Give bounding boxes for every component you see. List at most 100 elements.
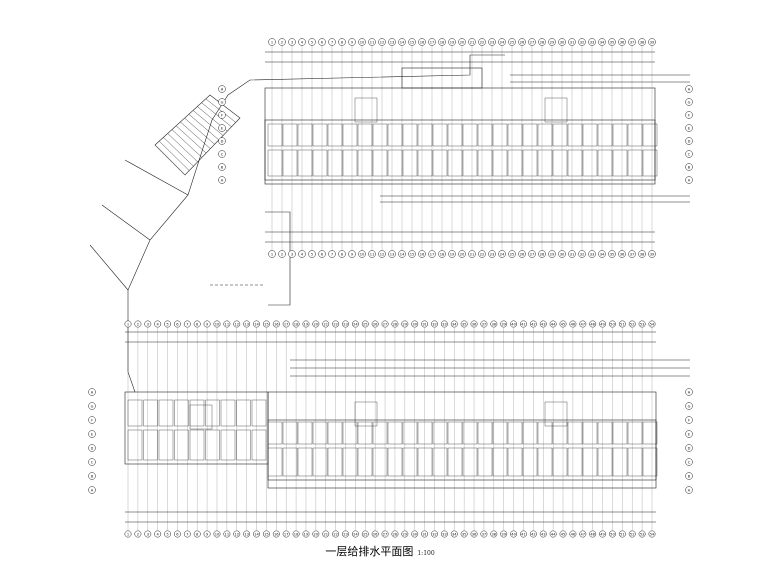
lower-grid-marker-top: 10 <box>213 320 221 328</box>
upper-stair-core <box>544 97 568 123</box>
lower-grid-marker-bottom: 43 <box>539 530 547 538</box>
svg-text:20: 20 <box>314 533 319 537</box>
upper-grid-marker-top: 37 <box>628 38 636 46</box>
lower-grid-marker-top: 49 <box>599 320 607 328</box>
svg-text:32: 32 <box>580 41 585 45</box>
dim-diagonal-2 <box>101 204 151 241</box>
lower-grid-marker-top: 52 <box>628 320 636 328</box>
upper-axis-marker-right: F <box>685 111 693 119</box>
ramp-hatch <box>188 114 220 141</box>
svg-text:50: 50 <box>610 533 615 537</box>
lower-grid-marker-bottom: 36 <box>470 530 478 538</box>
ramp-hatch <box>184 117 215 145</box>
svg-text:28: 28 <box>393 533 398 537</box>
lower-grid-marker-bottom: 14 <box>253 530 260 538</box>
svg-text:35: 35 <box>462 323 467 327</box>
upper-room-cell <box>312 123 328 147</box>
svg-text:4: 4 <box>301 41 304 45</box>
svg-text:16: 16 <box>274 533 279 537</box>
upper-room-cell <box>462 123 478 147</box>
upper-room-cell <box>462 149 478 177</box>
svg-text:25: 25 <box>510 253 515 257</box>
lower-grid-marker-top: 29 <box>401 320 409 328</box>
lower-grid-marker-top: 24 <box>351 320 359 328</box>
lower-room-cell <box>372 447 388 477</box>
svg-text:14: 14 <box>254 533 259 537</box>
lower-room-cell <box>492 421 508 445</box>
upper-grid-marker-top: 33 <box>588 38 596 46</box>
lower-grid-marker-bottom: 53 <box>638 530 646 538</box>
upper-grid-marker-top: 20 <box>458 38 466 46</box>
svg-text:18: 18 <box>440 41 445 45</box>
svg-text:49: 49 <box>600 533 605 537</box>
upper-grid-marker-top: 1 <box>268 38 276 46</box>
upper-room-cell <box>432 123 448 147</box>
svg-text:31: 31 <box>570 253 575 257</box>
svg-text:33: 33 <box>590 253 595 257</box>
svg-text:53: 53 <box>640 533 645 537</box>
upper-room-cell <box>372 123 388 147</box>
lower-grid-marker-bottom: 26 <box>371 530 379 538</box>
lower-room-cell <box>417 447 433 477</box>
lower-grid-marker-bottom: 41 <box>520 530 527 538</box>
svg-text:10: 10 <box>215 323 220 327</box>
svg-text:G: G <box>221 101 224 105</box>
lower-grid-marker-bottom: 13 <box>243 530 251 538</box>
left-wing-room-cell <box>251 399 267 427</box>
lower-grid-marker-top: 23 <box>342 320 349 328</box>
upper-room-cell <box>492 149 508 177</box>
lower-axis-marker-left: B <box>88 472 96 480</box>
lower-grid-marker-top: 53 <box>638 320 646 328</box>
lower-grid-marker-top: 42 <box>529 320 537 328</box>
svg-text:33: 33 <box>590 41 595 45</box>
svg-text:D: D <box>91 447 94 451</box>
svg-text:8: 8 <box>196 533 199 537</box>
svg-text:38: 38 <box>492 323 497 327</box>
upper-grid-marker-bottom: 12 <box>378 250 386 258</box>
lower-room-cell <box>612 421 628 445</box>
dim-diagonal-1 <box>89 244 129 291</box>
lower-room-cell <box>612 447 628 477</box>
svg-text:37: 37 <box>630 41 635 45</box>
upper-room-cell <box>567 123 583 147</box>
upper-grid-marker-bottom: 33 <box>588 250 596 258</box>
lower-grid-marker-bottom: 16 <box>272 530 280 538</box>
svg-text:14: 14 <box>400 41 405 45</box>
upper-room-cell <box>522 123 538 147</box>
svg-text:11: 11 <box>225 533 230 537</box>
svg-text:47: 47 <box>581 323 586 327</box>
lower-room-cell <box>342 447 358 477</box>
svg-text:51: 51 <box>620 533 625 537</box>
upper-grid-marker-bottom: 26 <box>518 250 526 258</box>
upper-grid-marker-top: 14 <box>398 38 406 46</box>
svg-text:38: 38 <box>492 533 497 537</box>
svg-text:9: 9 <box>351 41 354 45</box>
svg-text:F: F <box>91 419 93 423</box>
upper-room-cell <box>417 149 433 177</box>
lower-grid-marker-bottom: 29 <box>401 530 409 538</box>
upper-grid-marker-bottom: 6 <box>318 250 326 258</box>
lower-room-cell <box>297 421 313 445</box>
svg-text:32: 32 <box>580 253 585 257</box>
lower-grid-marker-bottom: 49 <box>599 530 607 538</box>
lower-room-cell <box>342 421 358 445</box>
upper-room-cell <box>342 149 358 177</box>
lower-grid-marker-top: 18 <box>292 320 300 328</box>
lower-grid-marker-bottom: 30 <box>411 530 419 538</box>
left-wing-room-cell <box>251 429 267 461</box>
lower-axis-marker-left: F <box>88 416 96 424</box>
upper-room-cell <box>507 149 523 177</box>
upper-grid-marker-top: 3 <box>288 38 296 46</box>
svg-text:3: 3 <box>147 323 149 327</box>
lower-grid-marker-bottom: 45 <box>559 530 567 538</box>
upper-grid-marker-bottom: 11 <box>368 250 376 258</box>
lower-axis-marker-left: G <box>88 402 96 410</box>
svg-text:16: 16 <box>274 323 279 327</box>
upper-room-cell <box>477 149 493 177</box>
svg-text:14: 14 <box>254 323 259 327</box>
svg-text:28: 28 <box>540 253 545 257</box>
lower-grid-marker-bottom: 51 <box>618 530 626 538</box>
lower-room-cell <box>627 421 643 445</box>
lower-axis-marker-right: E <box>685 430 693 438</box>
lower-room-cell <box>522 421 538 445</box>
